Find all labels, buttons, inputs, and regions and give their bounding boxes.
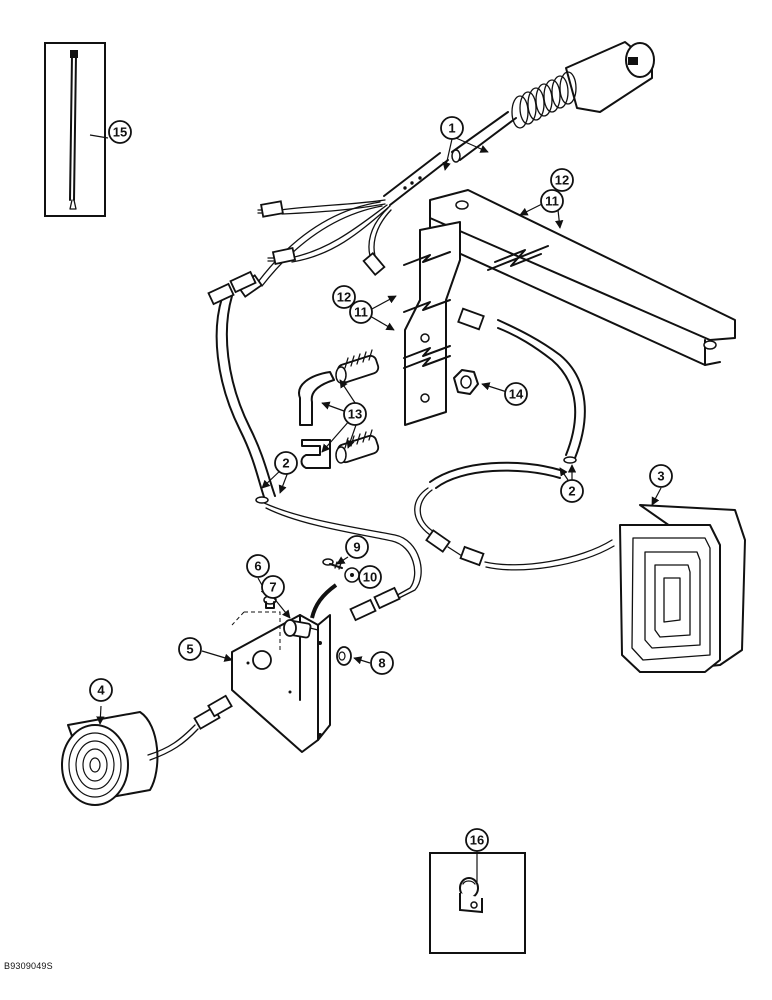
svg-text:4: 4: [97, 683, 105, 698]
callout-8: 8: [370, 651, 394, 675]
svg-text:6: 6: [254, 559, 261, 574]
callout-11-left: 11: [349, 300, 373, 324]
svg-text:3: 3: [657, 469, 664, 484]
figure-reference-code: B9309049S: [4, 961, 53, 971]
svg-text:15: 15: [113, 125, 127, 140]
callout-2-right: 2: [560, 479, 584, 503]
callout-11-top: 11: [540, 189, 564, 213]
svg-text:7: 7: [269, 580, 276, 595]
cable-tie-part: [44, 42, 106, 217]
callout-10: 10: [358, 565, 382, 589]
callout-7: 7: [261, 575, 285, 599]
wire-harness-part: [207, 270, 422, 622]
svg-text:2: 2: [282, 456, 289, 471]
wire-harness-right-part: [414, 307, 615, 571]
svg-text:9: 9: [353, 540, 360, 555]
callout-6: 6: [246, 554, 270, 578]
square-lamp-part: [619, 504, 746, 673]
svg-text:12: 12: [337, 290, 351, 305]
svg-text:5: 5: [186, 642, 193, 657]
callout-12-left: 12: [332, 285, 356, 309]
mounting-plate-part: [231, 611, 331, 753]
svg-text:16: 16: [470, 833, 484, 848]
svg-text:12: 12: [555, 173, 569, 188]
callout-16: 16: [465, 828, 489, 852]
callout-9: 9: [345, 535, 369, 559]
washer-part: [344, 567, 360, 583]
callout-12-top: 12: [550, 168, 574, 192]
svg-text:2: 2: [568, 484, 575, 499]
callout-15: 15: [108, 120, 132, 144]
callout-2-left: 2: [274, 451, 298, 475]
screw-part: [310, 558, 343, 619]
svg-text:11: 11: [545, 194, 559, 209]
svg-text:13: 13: [348, 407, 362, 422]
bolt-part: [283, 619, 319, 639]
callout-labels: 1 2 2 3 4 5 6 7 8 9 10 11 11 12 12 13 14…: [89, 116, 673, 852]
svg-text:11: 11: [354, 305, 368, 320]
svg-text:1: 1: [448, 121, 455, 136]
harness-socket-part: [237, 41, 655, 298]
callout-3: 3: [649, 464, 673, 488]
callout-13: 13: [343, 402, 367, 426]
svg-text:14: 14: [509, 387, 524, 402]
callout-1: 1: [440, 116, 464, 140]
callout-14: 14: [504, 382, 528, 406]
round-lamp-part: [61, 694, 233, 806]
callout-5: 5: [178, 637, 202, 661]
nut-part: [453, 369, 479, 395]
grommet-part: [336, 646, 352, 666]
svg-text:10: 10: [363, 570, 377, 585]
callout-4: 4: [89, 678, 113, 702]
clip-part: [429, 852, 526, 954]
svg-text:8: 8: [378, 656, 385, 671]
mounting-bracket-part: [403, 189, 736, 426]
